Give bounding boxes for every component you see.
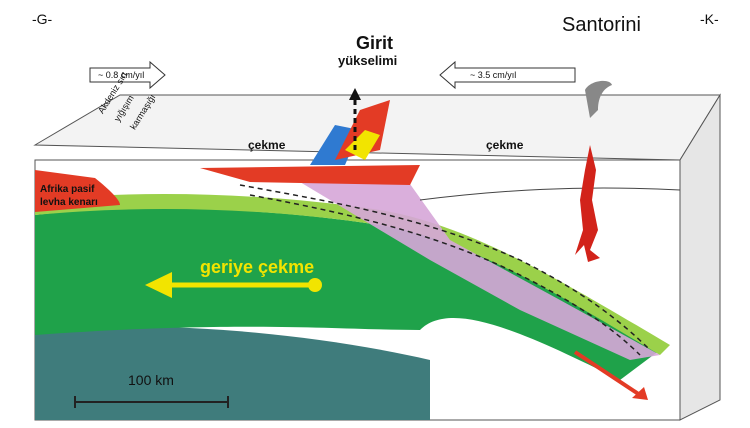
pull-label-left: çekme <box>248 138 286 152</box>
north-label: -K- <box>700 11 719 27</box>
rollback-dot <box>308 278 322 292</box>
crete-label: Girit <box>356 33 394 53</box>
oceanic-plate <box>35 208 660 380</box>
deep-mantle <box>35 326 430 420</box>
left-rate-label: ~ 0.8 cm/yıl <box>98 70 145 80</box>
slab-top <box>35 194 670 355</box>
crete-crust <box>200 165 420 185</box>
volcano-plume <box>585 80 612 118</box>
magma-conduit <box>575 145 600 262</box>
subduction-path <box>239 184 651 351</box>
rollback-arrowhead <box>145 272 172 298</box>
scale-label: 100 km <box>128 372 174 388</box>
right-rate-label: ~ 3.5 cm/yıl <box>470 70 517 80</box>
crust-boundary <box>419 187 681 201</box>
crete-block-red <box>335 100 390 160</box>
south-label: -G- <box>32 11 53 27</box>
uplift-arrowhead <box>349 88 361 100</box>
left-arrow-box <box>89 60 166 90</box>
mantle-wedge <box>280 170 660 360</box>
slab-motion-arrow <box>573 350 642 397</box>
slab-motion-arrowhead <box>632 387 648 400</box>
rollback-label: geriye çekme <box>200 257 315 277</box>
africa-label-1: Afrika pasif <box>40 184 95 195</box>
africa-label-2: levha kenarı <box>40 197 98 208</box>
pull-label-right: çekme <box>486 138 524 152</box>
subduction-path-lower <box>249 194 641 356</box>
crete-block-yellow <box>345 130 380 160</box>
right-arrow-box <box>439 60 576 90</box>
africa-margin <box>35 170 120 212</box>
santorini-label: Santorini <box>562 14 641 36</box>
uplift-label: yükselimi <box>338 53 398 68</box>
